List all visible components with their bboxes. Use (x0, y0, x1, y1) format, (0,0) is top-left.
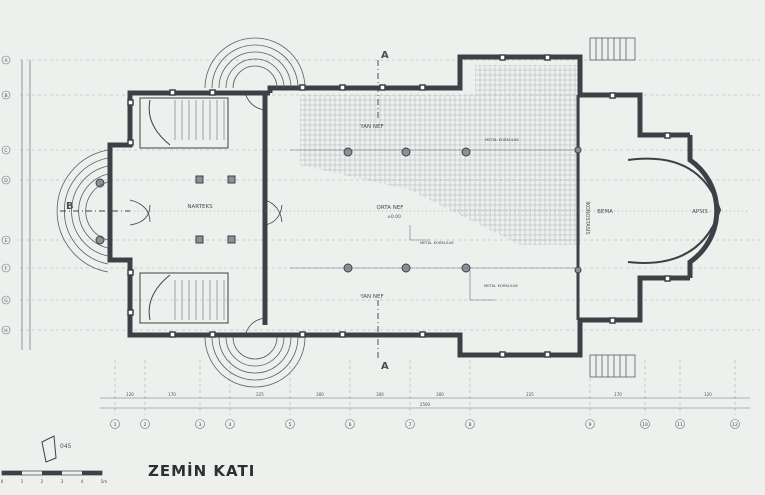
north-label: 045 (60, 443, 72, 450)
column-axis-markers: 1 2 3 4 5 6 7 8 9 10 11 12 (110, 419, 740, 429)
scale-bar: 0 1 2 3 4 5m (1, 470, 108, 484)
dim-7: 225 (526, 392, 534, 397)
row-axis-g: G (4, 298, 8, 304)
dim-total: 2500 (420, 402, 431, 407)
room-label-bema: BEMA (597, 209, 613, 215)
col-axis-12: 12 (732, 422, 738, 428)
wall-pilasters (127, 54, 671, 358)
room-label-orta-nef: ORTA NEF (377, 205, 404, 211)
bottom-dimension-chain (100, 397, 750, 409)
row-axis-b: B (4, 93, 7, 99)
dim-8: 170 (614, 392, 622, 397)
col-axis-2: 2 (144, 422, 147, 428)
note-metal-korkuluk-1: METAL KORKULUK (485, 137, 519, 142)
col-axis-1: 1 (114, 422, 117, 428)
col-axis-6: 6 (349, 422, 352, 428)
stair-halls (139, 97, 229, 324)
floor-paving-pattern (300, 65, 580, 245)
dim-2: 170 (168, 392, 176, 397)
scale-tick-3: 3 (61, 479, 64, 484)
col-axis-9: 9 (589, 422, 592, 428)
scale-tick-5: 5m (101, 479, 108, 484)
row-axis-d: D (4, 178, 8, 184)
room-label-yan-nef-bottom: YAN NEF (359, 294, 383, 300)
row-axis-markers: A B C D E F G H (1, 55, 11, 335)
row-axis-h: H (4, 328, 7, 334)
dim-9: 120 (704, 392, 712, 397)
dim-1: 120 (126, 392, 134, 397)
north-arrow-icon: 045 (41, 435, 72, 463)
room-label-ikonostasis: İKONOSTASİS (584, 201, 591, 234)
room-label-yan-nef-top: YAN NEF (359, 124, 383, 130)
nave-inner-lines (290, 149, 578, 301)
row-axis-a: A (4, 58, 8, 64)
section-mark-b: B (66, 201, 74, 212)
dim-5: 300 (376, 392, 384, 397)
section-mark-a-top: A (381, 50, 389, 61)
note-metal-korkuluk-3: METAL KORKULUK (484, 283, 518, 288)
col-axis-5: 5 (289, 422, 292, 428)
room-label-narteks: NARTEKS (187, 204, 213, 210)
left-dimension-chain (21, 60, 31, 350)
scale-tick-4: 4 (81, 479, 84, 484)
scale-tick-1: 1 (21, 479, 24, 484)
col-axis-11: 11 (677, 422, 683, 428)
row-axis-c: C (4, 148, 7, 154)
dim-6: 300 (436, 392, 444, 397)
col-axis-4: 4 (229, 422, 232, 428)
col-axis-10: 10 (642, 422, 648, 428)
row-axis-e: E (5, 238, 8, 244)
col-axis-7: 7 (409, 422, 412, 428)
scale-tick-0: 0 (1, 479, 4, 484)
elevation-orta-nef: ±0.00 (387, 214, 401, 220)
dim-3: 225 (256, 392, 264, 397)
room-label-apsis: APSIS (692, 209, 708, 215)
col-axis-3: 3 (199, 422, 202, 428)
drawing-title: ZEMİN KATI (148, 461, 255, 480)
row-axis-f: F (5, 266, 8, 272)
door-swings (129, 92, 283, 336)
dim-4: 300 (316, 392, 324, 397)
section-mark-a-bottom: A (381, 361, 389, 372)
col-axis-8: 8 (469, 422, 472, 428)
scale-tick-2: 2 (41, 479, 44, 484)
entrance-steps (56, 37, 636, 388)
note-metal-korkuluk-2: METAL KORKULUK (420, 240, 454, 245)
outer-walls (107, 54, 722, 358)
